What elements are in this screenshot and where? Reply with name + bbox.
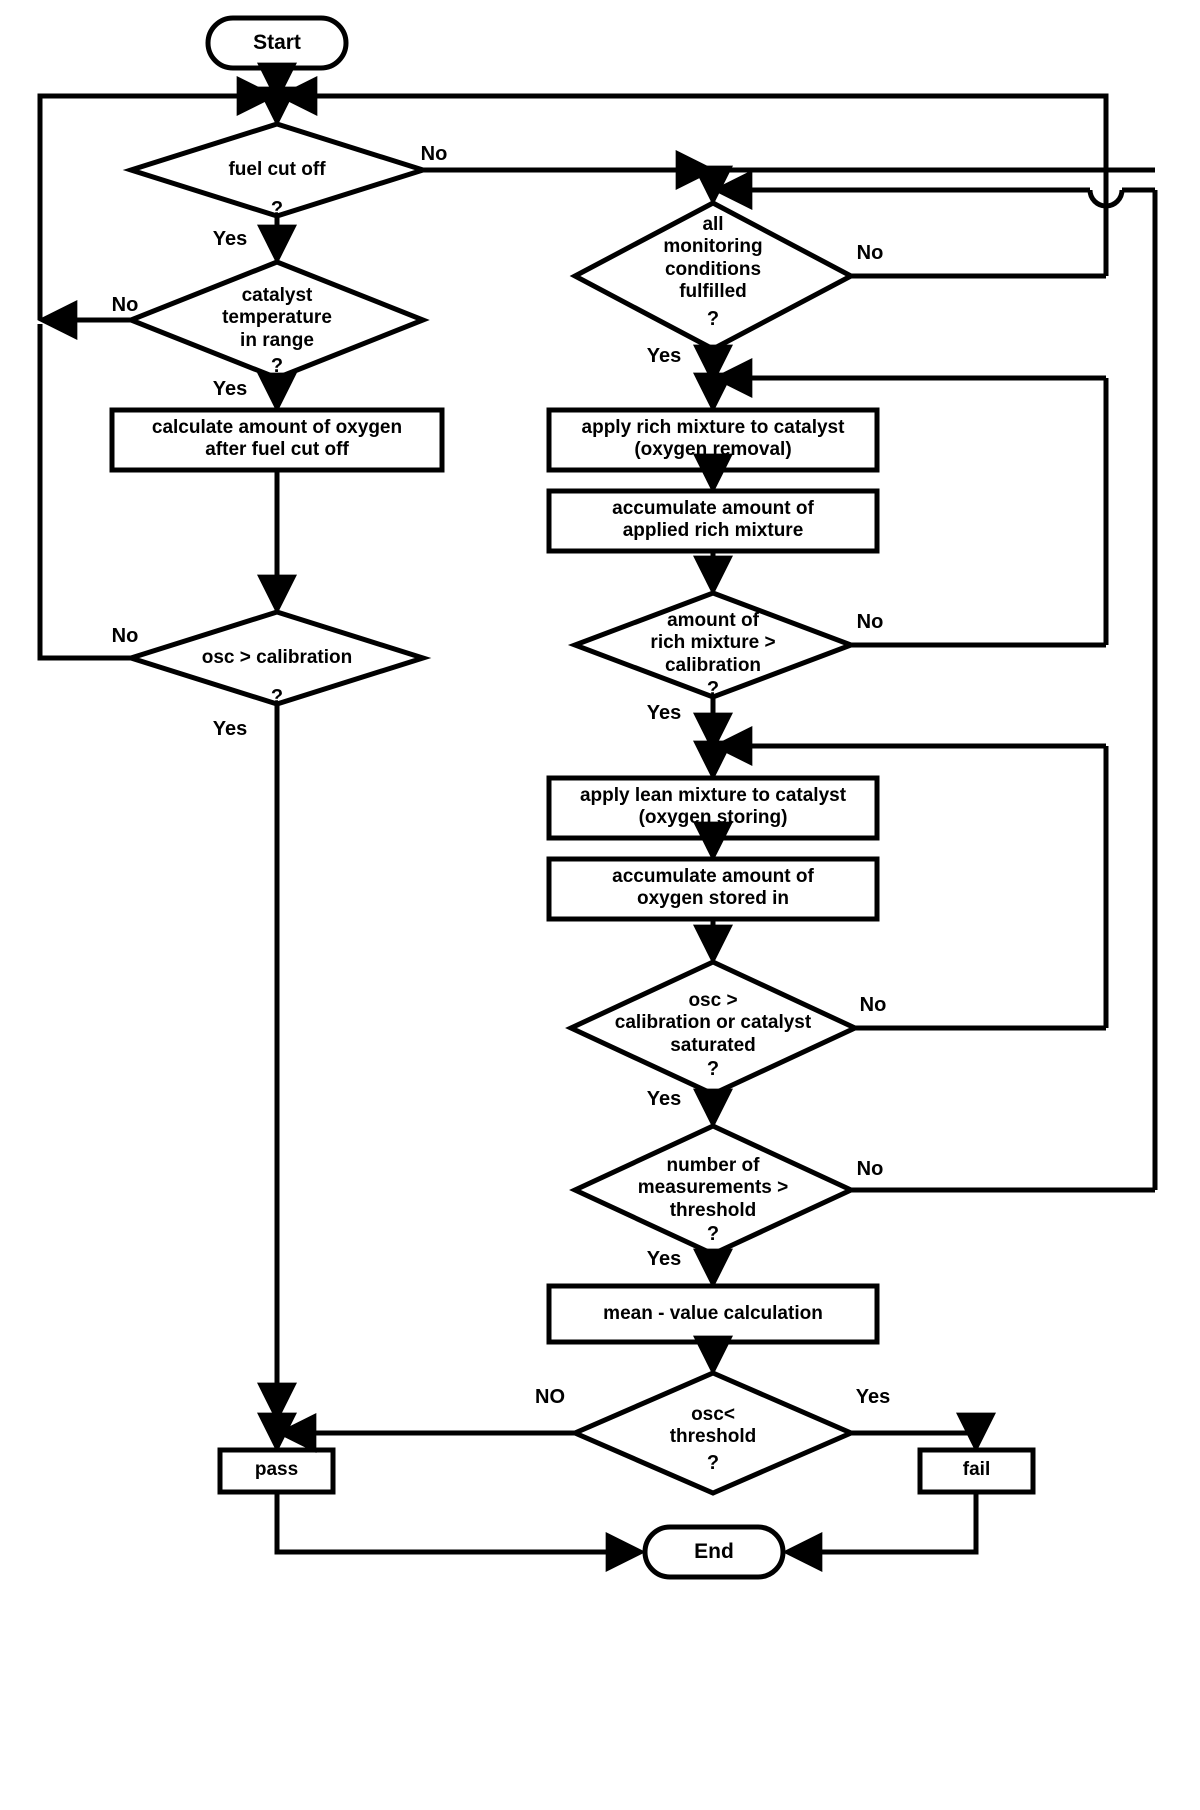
edge-osc-calibration-no — [37, 324, 131, 661]
edge-merge-hop-arc — [1087, 189, 1125, 209]
shape-amount-rich — [567, 590, 859, 700]
shape-monitoring-conditions — [569, 200, 857, 352]
edge-top-right-bus — [277, 76, 1109, 116]
shape-osc-threshold — [568, 1370, 858, 1496]
shape-apply-rich — [546, 407, 880, 473]
edge-fail-to-end — [782, 1492, 979, 1572]
shape-end — [642, 1524, 786, 1580]
shape-fuel-cut-off — [122, 121, 432, 219]
shape-start — [205, 15, 349, 71]
edge-osc-threshold-yes — [851, 1412, 996, 1453]
shape-accumulate-rich — [546, 488, 880, 554]
shape-mean-value — [546, 1283, 880, 1345]
shape-catalyst-temp — [124, 259, 430, 381]
shape-osc-saturated — [565, 959, 861, 1097]
shape-osc-calibration — [122, 609, 432, 707]
shape-pass — [217, 1447, 336, 1495]
shape-number-measurements — [569, 1123, 857, 1257]
edge-left-return-bus — [37, 76, 277, 320]
edge-pass-to-end — [274, 1492, 646, 1572]
shape-fail — [917, 1447, 1036, 1495]
shape-accumulate-oxygen — [546, 856, 880, 922]
shape-apply-lean — [546, 775, 880, 841]
shape-calc-oxygen — [109, 407, 445, 473]
